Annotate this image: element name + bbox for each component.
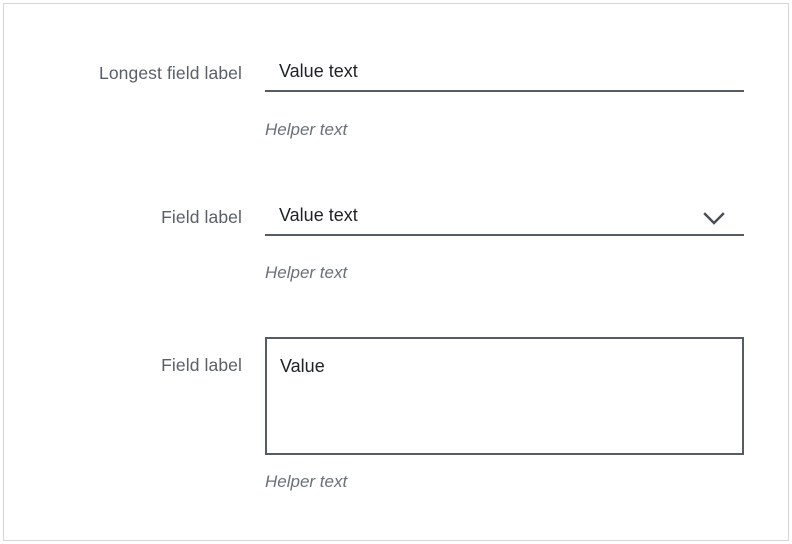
field-label-select: Field label <box>161 207 242 227</box>
field-label-textarea: Field label <box>161 355 242 375</box>
text-input[interactable]: Value text <box>265 54 744 92</box>
chevron-down-icon[interactable] <box>701 205 727 231</box>
select-control: Value text <box>265 198 744 236</box>
textarea-control: Value <box>265 337 744 455</box>
textarea-helper-text: Helper text <box>265 472 348 491</box>
text-input-helper-text: Helper text <box>265 120 348 139</box>
textarea-value: Value <box>280 356 325 376</box>
text-input-value: Value text <box>279 61 358 81</box>
select-helper-text: Helper text <box>265 263 348 282</box>
textarea-input[interactable]: Value <box>265 337 744 455</box>
select-input[interactable]: Value text <box>265 198 744 236</box>
text-input-control: Value text <box>265 54 744 92</box>
field-label-longest: Longest field label <box>99 63 242 83</box>
select-value: Value text <box>279 205 358 225</box>
